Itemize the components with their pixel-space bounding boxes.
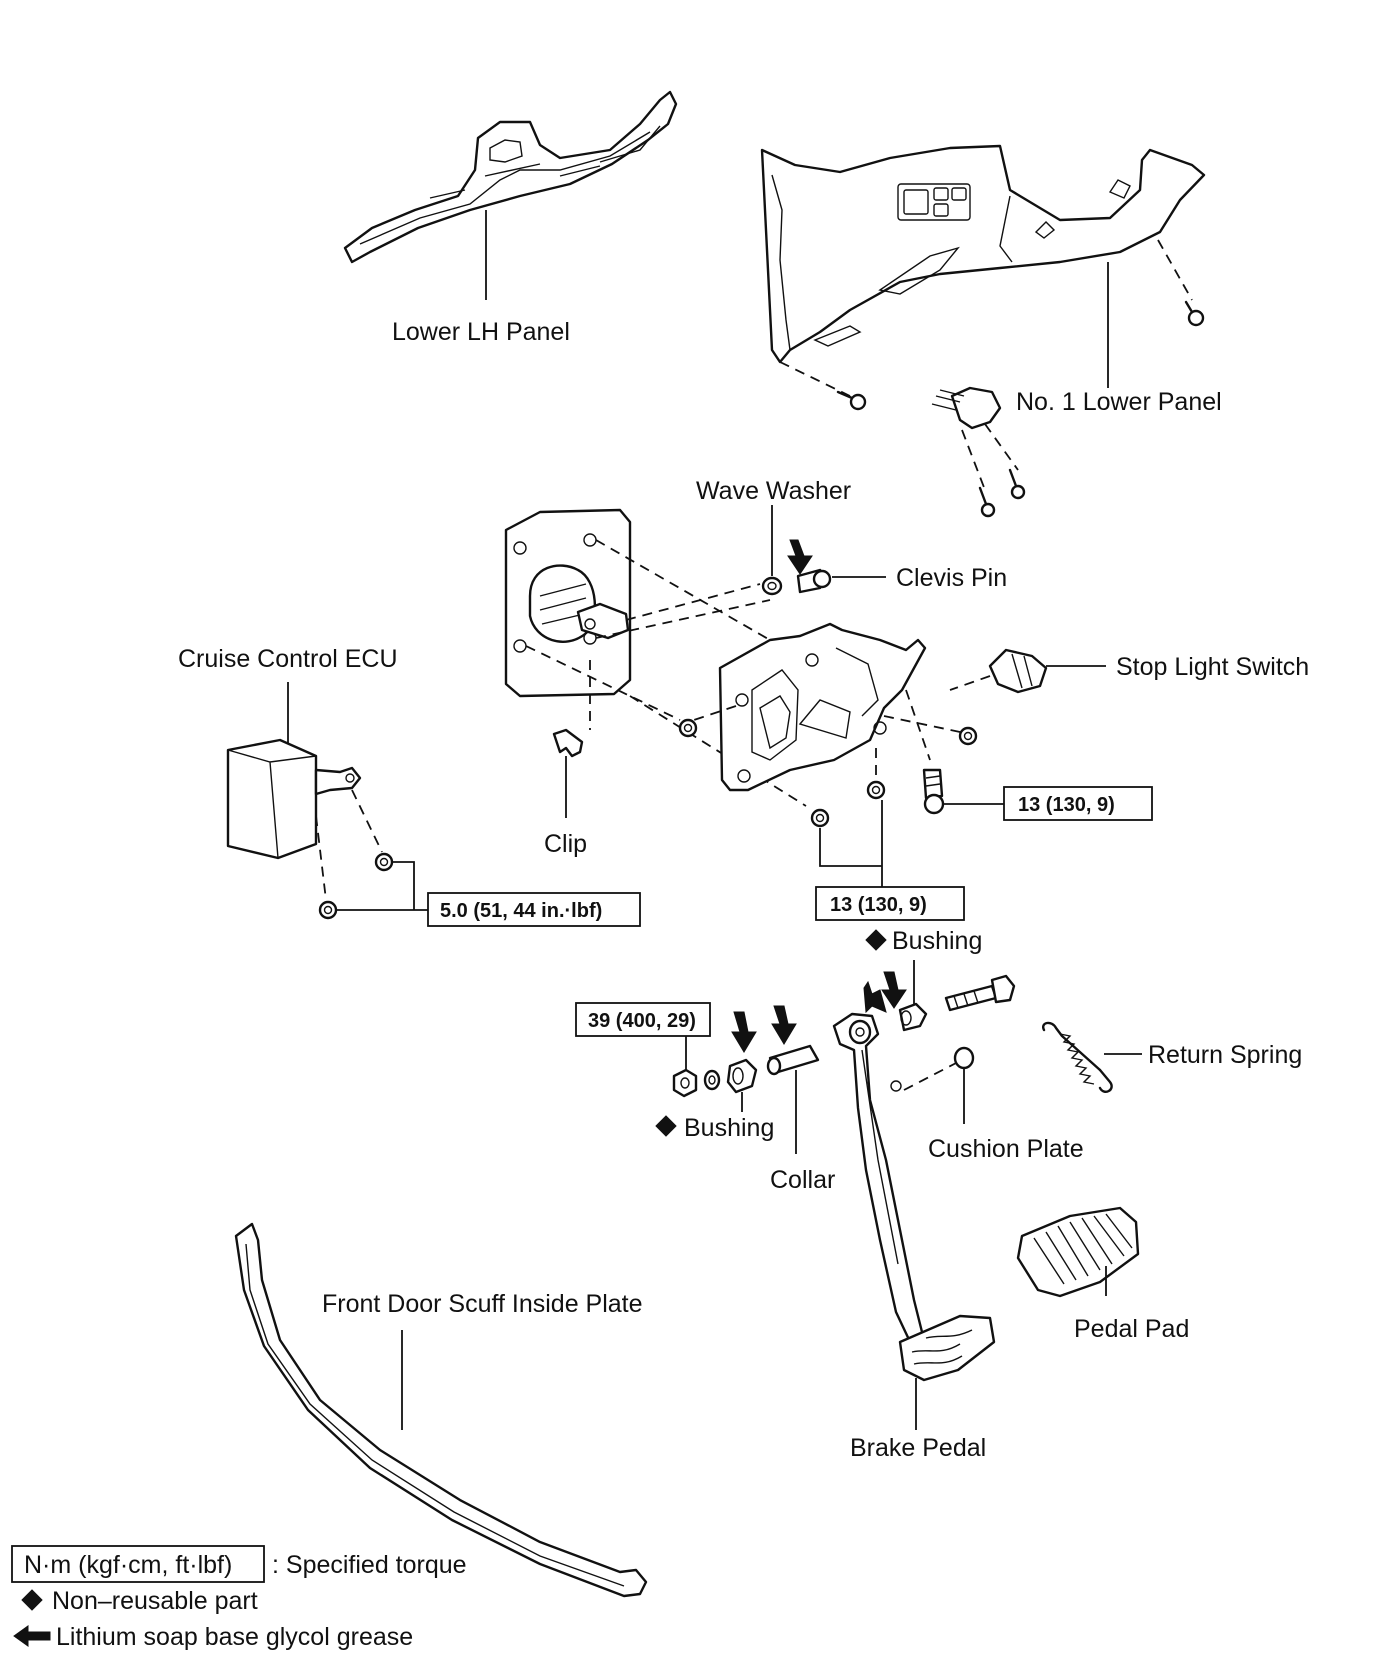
align-dash-3	[525, 645, 681, 721]
ecu-torque-leader	[336, 861, 428, 911]
bushing-lower-label: Bushing	[684, 1114, 774, 1142]
grease-arrow-bushing-lower	[731, 1011, 757, 1053]
align-dash-2	[595, 599, 771, 639]
legend-torque-text: : Specified torque	[272, 1551, 467, 1579]
stop-switch-bolt-torque-box	[1003, 786, 1153, 821]
bolt-dash	[905, 689, 931, 761]
screw-dash-4	[984, 423, 1019, 471]
lower-lh-panel-label: Lower LH Panel	[392, 318, 570, 346]
align-dash-4	[629, 695, 807, 807]
bushing-upper-diamond-icon	[865, 929, 887, 951]
bracket-nut-left	[678, 718, 698, 738]
booster-mounting-plate	[504, 508, 632, 698]
clip-label: Clip	[544, 830, 587, 858]
cruise-control-ecu-part	[226, 738, 362, 860]
legend-torque-units: N·m (kgf·cm, ft·lbf)	[24, 1551, 232, 1579]
grease-arrow-clevis	[787, 539, 813, 575]
clevis-pin-part	[796, 568, 832, 594]
brake-pedal-part	[832, 1012, 996, 1382]
legend: N·m (kgf·cm, ft·lbf) : Specified torque …	[11, 1545, 467, 1651]
align-dash-5	[625, 583, 761, 621]
scuff-plate-label: Front Door Scuff Inside Plate	[322, 1290, 643, 1318]
bushing-upper-part	[898, 1002, 928, 1032]
pivot-nut-torque-box	[575, 1002, 711, 1037]
grease-arrow-icon	[13, 1625, 51, 1647]
screw-right	[1184, 300, 1205, 327]
connector-bracket	[931, 386, 1002, 430]
front-door-scuff-plate-part	[234, 1222, 648, 1598]
ecu-nut-upper	[374, 852, 394, 872]
cushion-plate-part	[953, 1046, 975, 1070]
nut-dash-left	[681, 705, 737, 725]
return-spring-part	[1042, 1021, 1113, 1093]
screw-dash-2	[779, 361, 851, 397]
non-reusable-diamond-icon	[21, 1589, 43, 1611]
bracket-nut-right	[958, 726, 978, 746]
return-spring-label: Return Spring	[1148, 1041, 1302, 1069]
bracket-nut-torque-box	[815, 886, 965, 921]
no1-lower-panel-label: No. 1 Lower Panel	[1016, 388, 1222, 416]
screw-bottom-b	[1008, 468, 1026, 500]
bracket-nut-lower-b	[866, 780, 886, 800]
non-reusable-diamond-upper	[863, 980, 887, 1014]
stop-light-switch-part	[949, 648, 1048, 694]
no1-lower-panel-drawing	[760, 144, 1206, 364]
lower-lh-panel-drawing	[343, 90, 678, 264]
bracket-nut-lower-a	[810, 808, 830, 828]
ecu-nut-torque: 5.0 (51, 44 in.·lbf)	[440, 900, 602, 922]
stop-light-switch-label: Stop Light Switch	[1116, 653, 1309, 681]
screw-dash-1	[1157, 239, 1193, 301]
clip-part	[552, 728, 584, 758]
stop-switch-bolt	[922, 768, 945, 815]
pedal-pad-part	[1016, 1206, 1140, 1298]
ecu-nut-lower	[318, 900, 338, 920]
clevis-pin-label: Clevis Pin	[896, 564, 1007, 592]
cruise-control-ecu-label: Cruise Control ECU	[178, 645, 398, 673]
pedal-pivot-bolt	[944, 974, 1016, 1012]
legend-grease: Lithium soap base glycol grease	[56, 1623, 413, 1651]
wave-washer-label: Wave Washer	[696, 477, 851, 505]
bushing-lower-diamond-icon	[655, 1115, 677, 1137]
grease-arrow-bushing-upper	[881, 971, 907, 1009]
pivot-nut-part	[672, 1068, 698, 1098]
stop-switch-bolt-torque: 13 (130, 9)	[1018, 794, 1115, 816]
grease-arrow-collar	[771, 1005, 797, 1045]
ecu-nut-torque-box	[427, 892, 641, 927]
ecu-dash-2	[315, 815, 327, 901]
legend-non-reusable: Non–reusable part	[52, 1587, 258, 1615]
collar-part	[766, 1044, 820, 1076]
pedal-pad-label: Pedal Pad	[1074, 1315, 1189, 1343]
screw-dash-3	[961, 429, 986, 491]
bracket-nut-torque: 13 (130, 9)	[830, 894, 927, 916]
legend-torque-box	[11, 1545, 265, 1583]
screw-bottom-a	[978, 486, 996, 518]
pivot-washer-part	[703, 1069, 721, 1091]
cushion-plate-label: Cushion Plate	[928, 1135, 1084, 1163]
bracket-nut-torque-leader	[819, 800, 883, 890]
collar-label: Collar	[770, 1166, 835, 1194]
pedal-support-bracket	[718, 622, 927, 792]
pivot-nut-torque: 39 (400, 29)	[588, 1010, 696, 1032]
screw-left	[836, 390, 867, 411]
bushing-upper-label: Bushing	[892, 927, 982, 955]
nut-dash-right	[883, 715, 961, 733]
brake-pedal-label: Brake Pedal	[850, 1434, 986, 1462]
cushion-dash	[903, 1061, 959, 1091]
wave-washer-part	[761, 576, 783, 596]
bushing-lower-part	[726, 1058, 758, 1094]
ecu-dash-1	[351, 789, 383, 853]
